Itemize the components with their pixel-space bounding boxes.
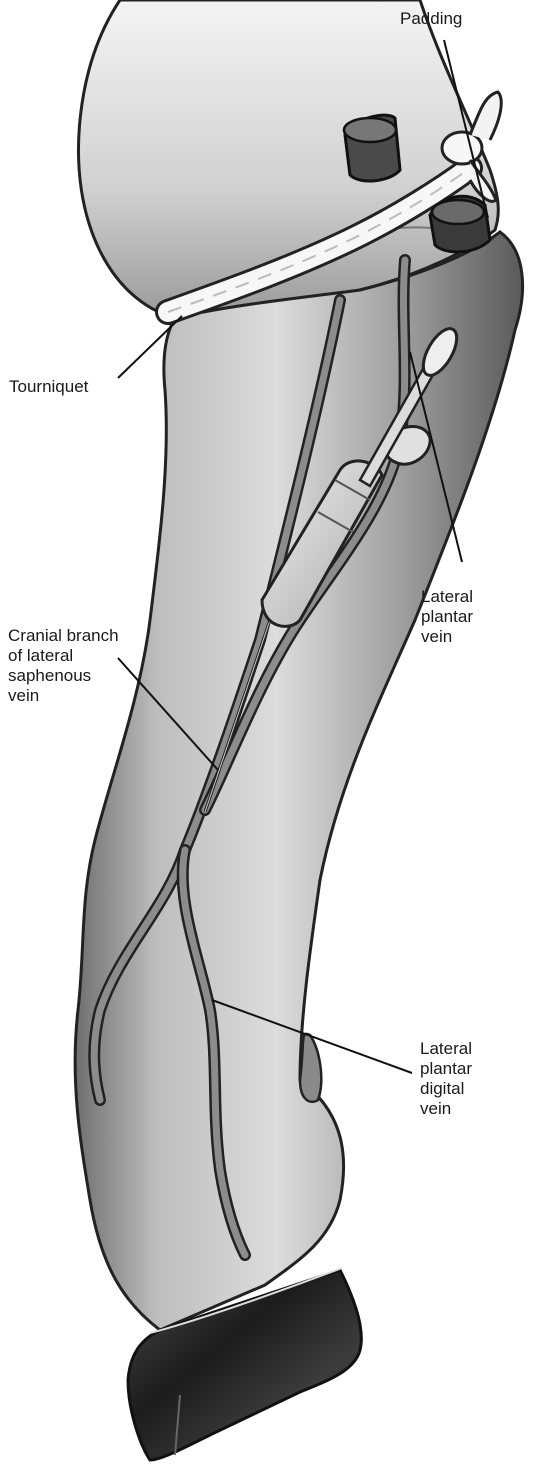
label-tourniquet: Tourniquet bbox=[9, 377, 89, 396]
label-lateral-plantar-digital-vein: Lateral plantar digital vein bbox=[420, 1039, 477, 1118]
ergot-shape bbox=[300, 1034, 321, 1102]
leg-shape bbox=[75, 232, 522, 1330]
label-lateral-plantar-vein: Lateral plantar vein bbox=[421, 587, 478, 646]
label-cranial-branch: Cranial branch of lateral saphenous vein bbox=[8, 626, 123, 705]
label-padding: Padding bbox=[400, 9, 462, 28]
